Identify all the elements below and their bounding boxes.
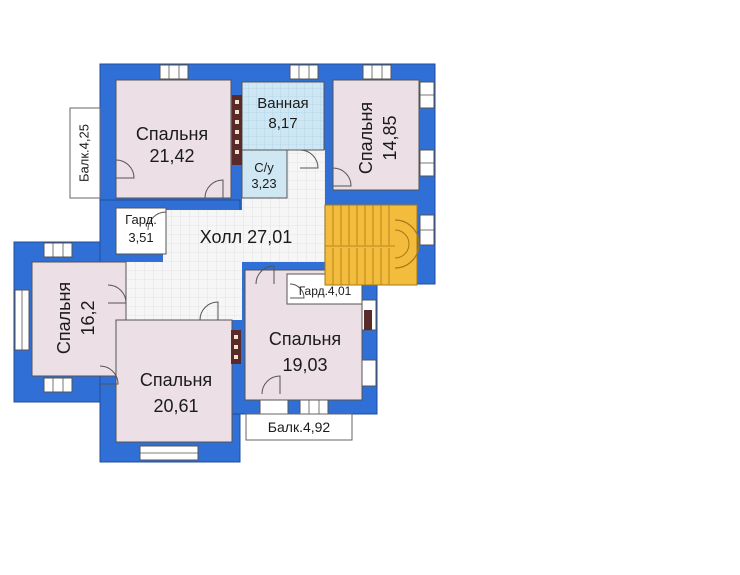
- bedroom-c-area: 16,2: [78, 300, 98, 335]
- wc-name: С/у: [254, 160, 274, 175]
- bedroom-e-name: Спальня: [140, 370, 212, 390]
- balcony-bottom-label: Балк.4,92: [268, 419, 331, 435]
- door-swings: [99, 149, 352, 395]
- bathroom-name: Ванная: [257, 95, 308, 112]
- wardrobe-a-name: Гард.: [125, 212, 157, 227]
- bedroom-b-area: 14,85: [380, 115, 400, 160]
- bedroom-d-name: Спальня: [269, 329, 341, 349]
- balcony-left: Балк.4,25: [69, 107, 101, 199]
- bedroom-a-name: Спальня: [136, 124, 208, 144]
- wardrobe-3-51: [115, 207, 167, 255]
- staircase: [324, 204, 420, 286]
- bedroom-a-area: 21,42: [149, 146, 194, 166]
- bedroom-16-2: [31, 261, 127, 377]
- bedroom-20-61: [115, 319, 233, 443]
- balcony-left-label: Балк.4,25: [76, 124, 91, 182]
- bedroom-d-area: 19,03: [282, 355, 327, 375]
- bathroom-floor: [241, 81, 325, 151]
- wc-area: 3,23: [251, 176, 276, 191]
- wc-room: [241, 149, 288, 199]
- bedroom-21-42: [115, 79, 232, 199]
- bedroom-14-85: [332, 79, 420, 191]
- bedroom-b-name: Спальня: [356, 102, 376, 174]
- balcony-bottom: Балк.4,92: [245, 413, 353, 441]
- bedroom-e-area: 20,61: [153, 396, 198, 416]
- bathroom-area: 8,17: [268, 115, 297, 132]
- wardrobe-a-area: 3,51: [128, 230, 153, 245]
- rooms: [31, 79, 420, 443]
- bedroom-c-name: Спальня: [54, 282, 74, 354]
- hall-label: Холл 27,01: [200, 227, 292, 247]
- wardrobe-b-label: Гард.4,01: [299, 284, 352, 298]
